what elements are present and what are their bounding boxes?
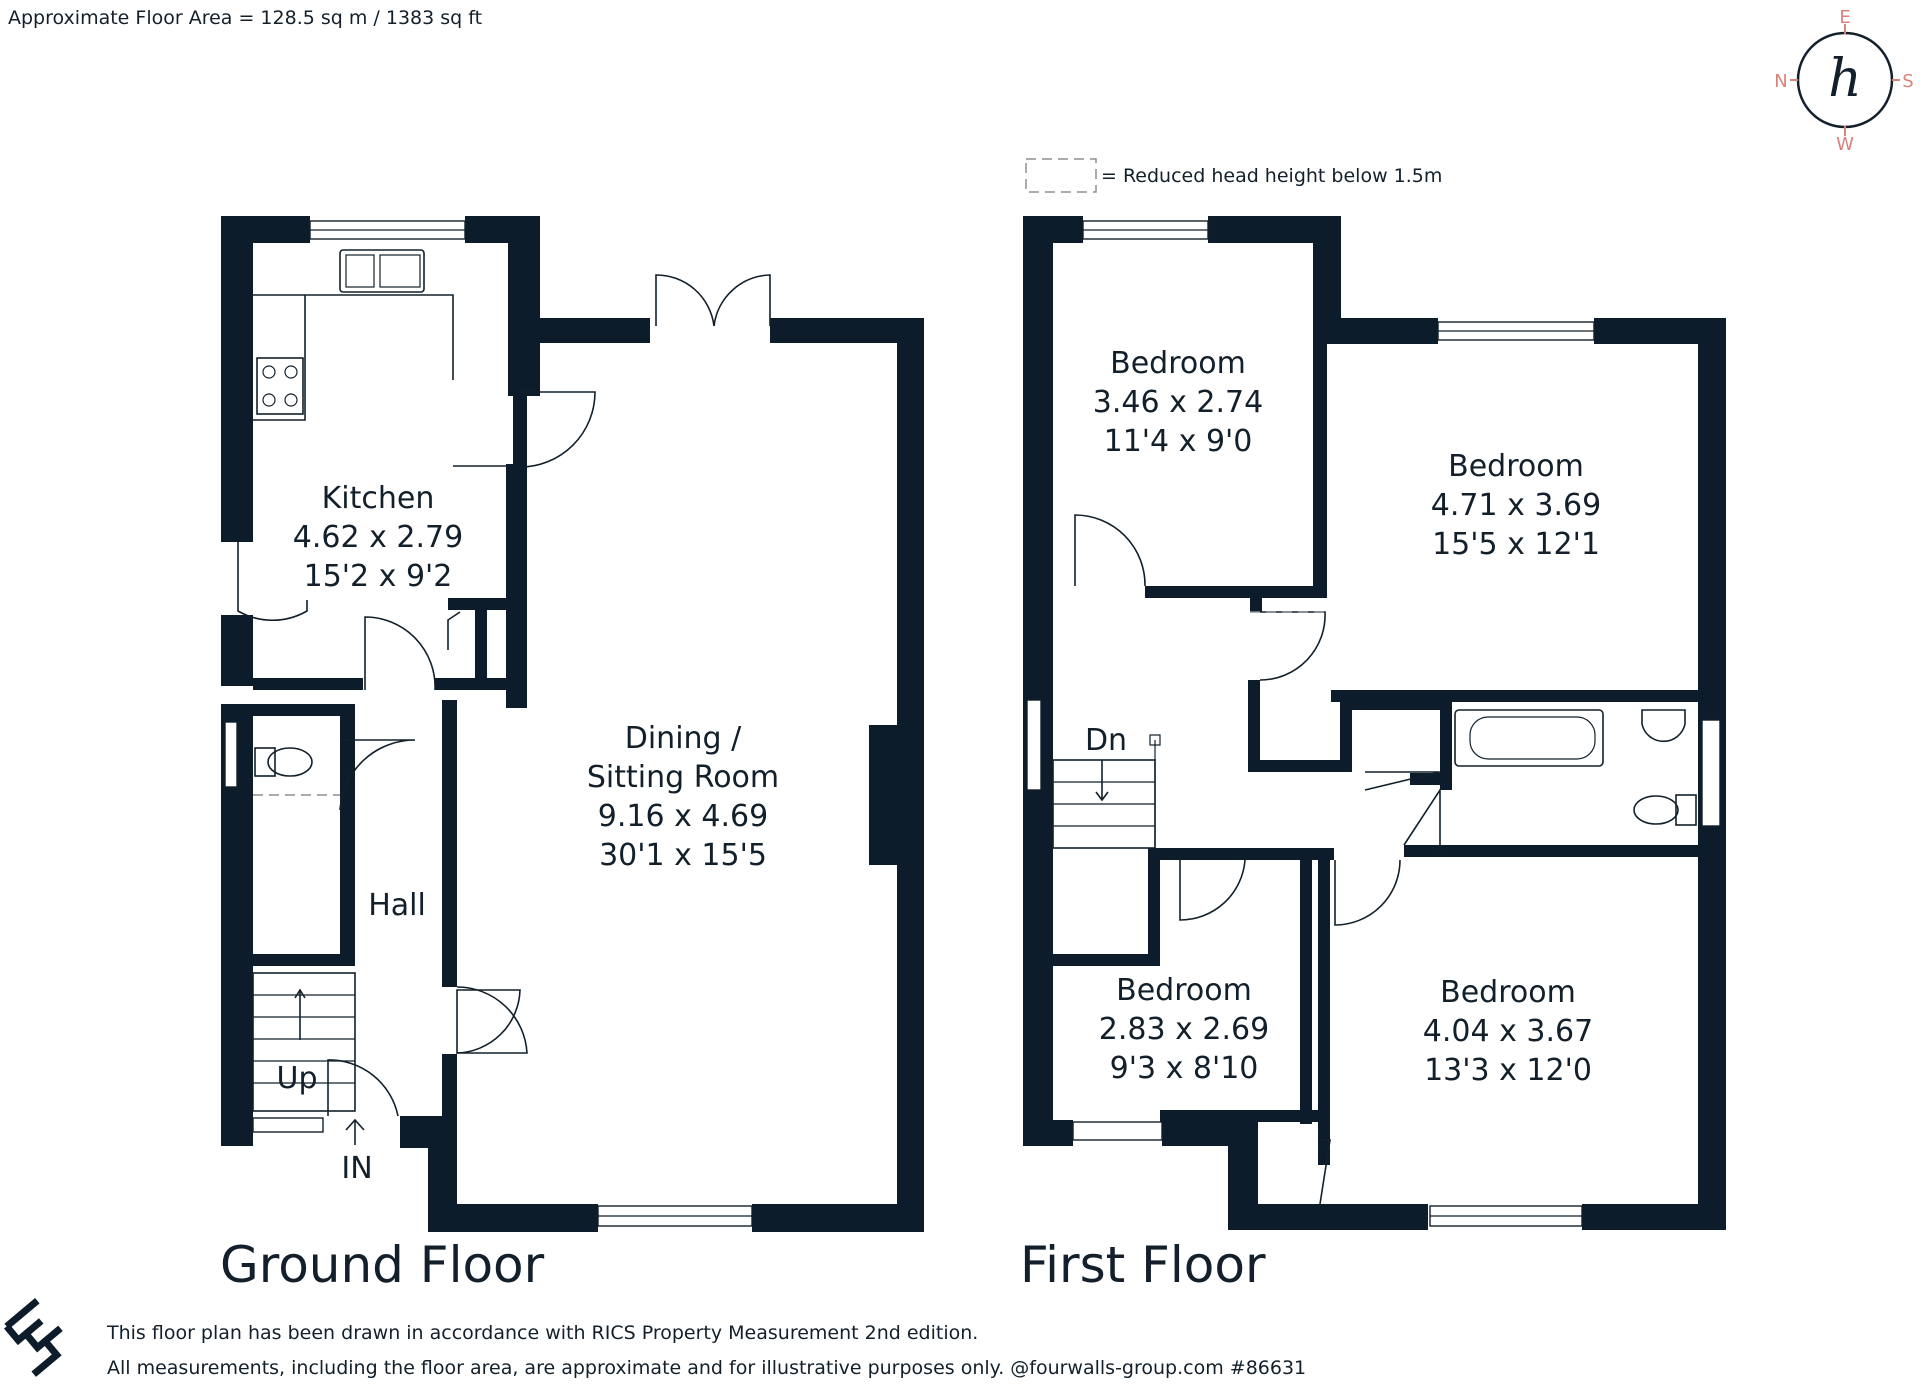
ground-floor-fixtures (237, 249, 771, 1145)
first-floor-walls (1023, 216, 1726, 1230)
front-door (327, 1059, 399, 1117)
floor-area-text: Approximate Floor Area = 128.5 sq m / 13… (8, 7, 482, 29)
kitchen-imperial: 15'2 x 9'2 (304, 559, 453, 594)
reduced-head-height-legend: = Reduced head height below 1.5m (1101, 165, 1442, 187)
dining-imperial: 30'1 x 15'5 (599, 838, 767, 873)
bedroom2-imperial: 15'5 x 12'1 (1432, 527, 1600, 562)
compass-letter-top: E (1839, 7, 1850, 28)
ground-floor-walls (221, 216, 924, 1232)
footer-rics-note: This floor plan has been drawn in accord… (106, 1322, 978, 1344)
ground-floor-title: Ground Floor (220, 1236, 545, 1294)
bedroom1-name: Bedroom (1110, 346, 1246, 381)
dining-metric: 9.16 x 4.69 (598, 799, 768, 834)
bedroom4-door (1334, 859, 1401, 926)
compass-letter-right: S (1902, 71, 1913, 92)
bedroom1-door (1074, 514, 1146, 587)
kitchen-metric: 4.62 x 2.79 (293, 520, 463, 555)
french-door-left (655, 274, 715, 327)
first-floor-title: First Floor (1020, 1236, 1266, 1294)
hob-icon (256, 357, 304, 415)
bedroom2-name: Bedroom (1448, 449, 1584, 484)
bedroom1-imperial: 11'4 x 9'0 (1104, 424, 1253, 459)
bedroom3-door (1179, 859, 1246, 921)
wc-bowl-icon (267, 747, 313, 777)
reduced-head-height-swatch (1025, 158, 1097, 193)
kitchen-sink-icon (339, 249, 425, 293)
hall-label: Hall (368, 888, 426, 923)
bathroom-door (1403, 787, 1441, 850)
cupboard-door-first (1364, 771, 1441, 791)
hall-dining-door (456, 989, 521, 1054)
compass-logo-glyph: h (1828, 49, 1862, 109)
dining-name-line1: Dining / (625, 721, 742, 756)
footer-disclaimer: All measurements, including the floor ar… (107, 1357, 1306, 1379)
dining-name-line2: Sitting Room (587, 760, 779, 795)
bedroom3-imperial: 9'3 x 8'10 (1110, 1051, 1259, 1086)
ground-stairs (252, 972, 356, 1112)
bedroom4-metric: 4.04 x 3.67 (1423, 1014, 1593, 1049)
bath-wc-cistern-icon (1675, 794, 1697, 826)
basin-icon (1641, 709, 1686, 743)
hall-kitchen-door (364, 616, 436, 691)
up-label: Up (276, 1061, 317, 1096)
kitchen-external-door (237, 542, 308, 621)
cupboard-door (447, 611, 461, 650)
entrance-label: IN (341, 1151, 372, 1186)
bedroom4-name: Bedroom (1440, 975, 1576, 1010)
bedroom1-metric: 3.46 x 2.74 (1093, 385, 1263, 420)
bedroom3-name: Bedroom (1116, 973, 1252, 1008)
compass: h E N S W (1774, 7, 1913, 155)
wardrobe-door (1318, 1139, 1331, 1205)
bedroom2-metric: 4.71 x 3.69 (1431, 488, 1601, 523)
bedroom3-metric: 2.83 x 2.69 (1099, 1012, 1269, 1047)
first-floor-labels: Bedroom 3.46 x 2.74 11'4 x 9'0 Bedroom 4… (1020, 346, 1601, 1294)
compass-letter-bottom: W (1836, 134, 1854, 155)
french-door-right (713, 274, 771, 327)
kitchen-dining-door (519, 391, 596, 468)
bath-wc-bowl-icon (1633, 795, 1679, 825)
wc-door (339, 739, 416, 811)
compass-letter-left: N (1774, 71, 1787, 92)
wc-cistern-icon (254, 747, 276, 777)
first-floor-fixtures (1052, 514, 1697, 1205)
company-logo (3, 1298, 63, 1377)
ground-floor-labels: Kitchen 4.62 x 2.79 15'2 x 9'2 Dining / … (220, 481, 779, 1294)
bedroom2-door (1259, 611, 1326, 681)
bath-icon (1454, 709, 1604, 767)
down-label: Dn (1085, 723, 1127, 758)
ground-floor-windows (224, 220, 753, 1227)
bedroom4-imperial: 13'3 x 12'0 (1424, 1053, 1592, 1088)
kitchen-name: Kitchen (322, 481, 435, 516)
first-floor-windows (1026, 220, 1721, 1227)
